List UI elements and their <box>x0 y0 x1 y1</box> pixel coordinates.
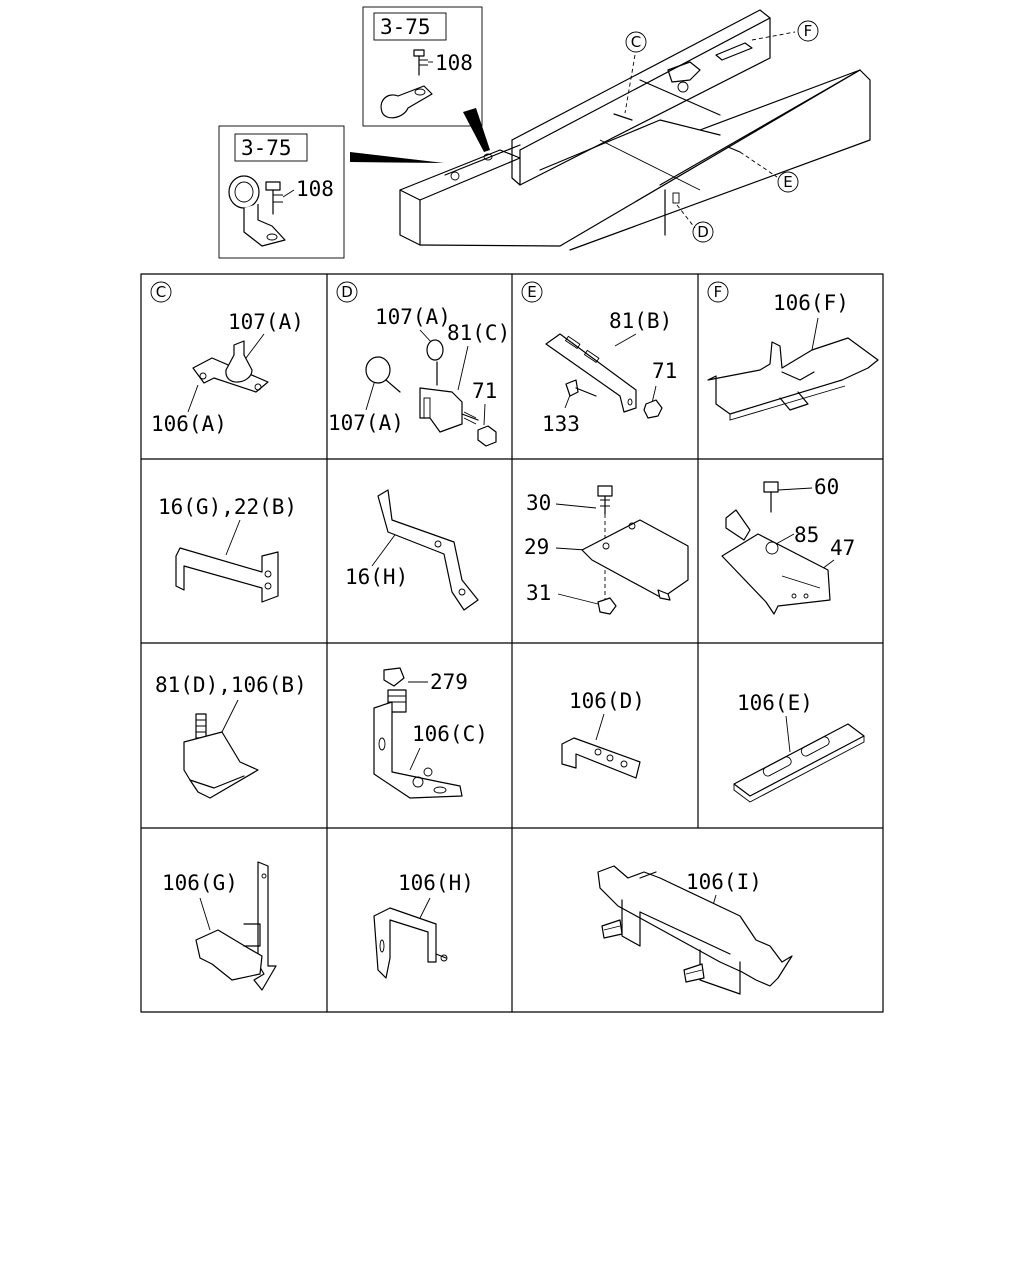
svg-text:30: 30 <box>526 491 551 515</box>
svg-text:107(A): 107(A) <box>228 310 304 334</box>
frame-overview <box>399 9 871 251</box>
svg-text:16(H): 16(H) <box>345 565 408 589</box>
callout-c-overview: C <box>625 31 647 53</box>
svg-text:D: D <box>697 223 709 241</box>
svg-text:106(D): 106(D) <box>569 689 645 713</box>
svg-text:106(C): 106(C) <box>412 722 488 746</box>
cell-r3c3: 106(D) <box>561 689 645 779</box>
svg-text:71: 71 <box>472 379 497 403</box>
cell-f: F 106(F) <box>707 281 879 421</box>
svg-text:81(D),106(B): 81(D),106(B) <box>155 673 307 697</box>
svg-text:81(B): 81(B) <box>609 309 672 333</box>
cell-r2c2: 16(H) <box>345 489 479 611</box>
svg-text:C: C <box>631 33 641 51</box>
cell-e: E 81(B) 71 133 <box>521 281 677 436</box>
svg-text:E: E <box>783 173 792 191</box>
svg-text:29: 29 <box>524 535 549 559</box>
svg-text:D: D <box>341 283 353 301</box>
cell-r3c4: 106(E) <box>733 691 865 803</box>
svg-text:106(H): 106(H) <box>398 871 474 895</box>
svg-text:71: 71 <box>652 359 677 383</box>
callout-e-overview: E <box>777 171 799 193</box>
svg-text:106(I): 106(I) <box>686 870 762 894</box>
svg-text:F: F <box>714 283 723 301</box>
pointer-arrow-top <box>463 108 490 152</box>
svg-text:3-75: 3-75 <box>380 15 431 39</box>
cell-d: D 107(A) 81(C) 71 107(A) <box>328 281 510 447</box>
cell-r2c4: 60 85 47 <box>721 475 855 615</box>
callout-f-overview: F <box>797 20 819 42</box>
svg-text:C: C <box>156 283 166 301</box>
cell-r3c1: 81(D),106(B) <box>155 673 307 799</box>
svg-text:108: 108 <box>435 51 473 75</box>
svg-text:85: 85 <box>794 523 819 547</box>
svg-text:3-75: 3-75 <box>241 136 292 160</box>
svg-text:60: 60 <box>814 475 839 499</box>
parts-grid <box>140 273 884 1013</box>
svg-text:47: 47 <box>830 536 855 560</box>
detail-box-left: 3-75 108 <box>218 125 345 259</box>
svg-text:279: 279 <box>430 670 468 694</box>
svg-text:106(A): 106(A) <box>151 412 227 436</box>
svg-text:106(E): 106(E) <box>737 691 813 715</box>
cell-r4c2: 106(H) <box>373 871 474 979</box>
cell-r2c3: 30 29 31 <box>524 485 689 615</box>
cell-r4c1: 106(G) <box>162 861 277 991</box>
detail-box-top: 3-75 108 <box>362 6 483 127</box>
cell-r3c2: 279 106(C) <box>373 667 488 799</box>
svg-text:107(A): 107(A) <box>328 411 404 435</box>
callout-d-overview: D <box>692 221 714 243</box>
svg-text:133: 133 <box>542 412 580 436</box>
cell-c: C 107(A) 106(A) <box>150 281 304 436</box>
svg-text:106(F): 106(F) <box>773 291 849 315</box>
svg-text:107(A): 107(A) <box>375 305 451 329</box>
svg-text:F: F <box>804 22 813 40</box>
svg-text:108: 108 <box>296 177 334 201</box>
svg-text:E: E <box>527 283 536 301</box>
svg-text:106(G): 106(G) <box>162 871 238 895</box>
pointer-arrow-left <box>350 152 444 163</box>
cell-r2c1: 16(G),22(B) <box>158 495 297 603</box>
svg-text:81(C): 81(C) <box>447 321 510 345</box>
svg-text:31: 31 <box>526 581 551 605</box>
cell-r4c3: 106(I) <box>597 865 793 995</box>
svg-text:16(G),22(B): 16(G),22(B) <box>158 495 297 519</box>
